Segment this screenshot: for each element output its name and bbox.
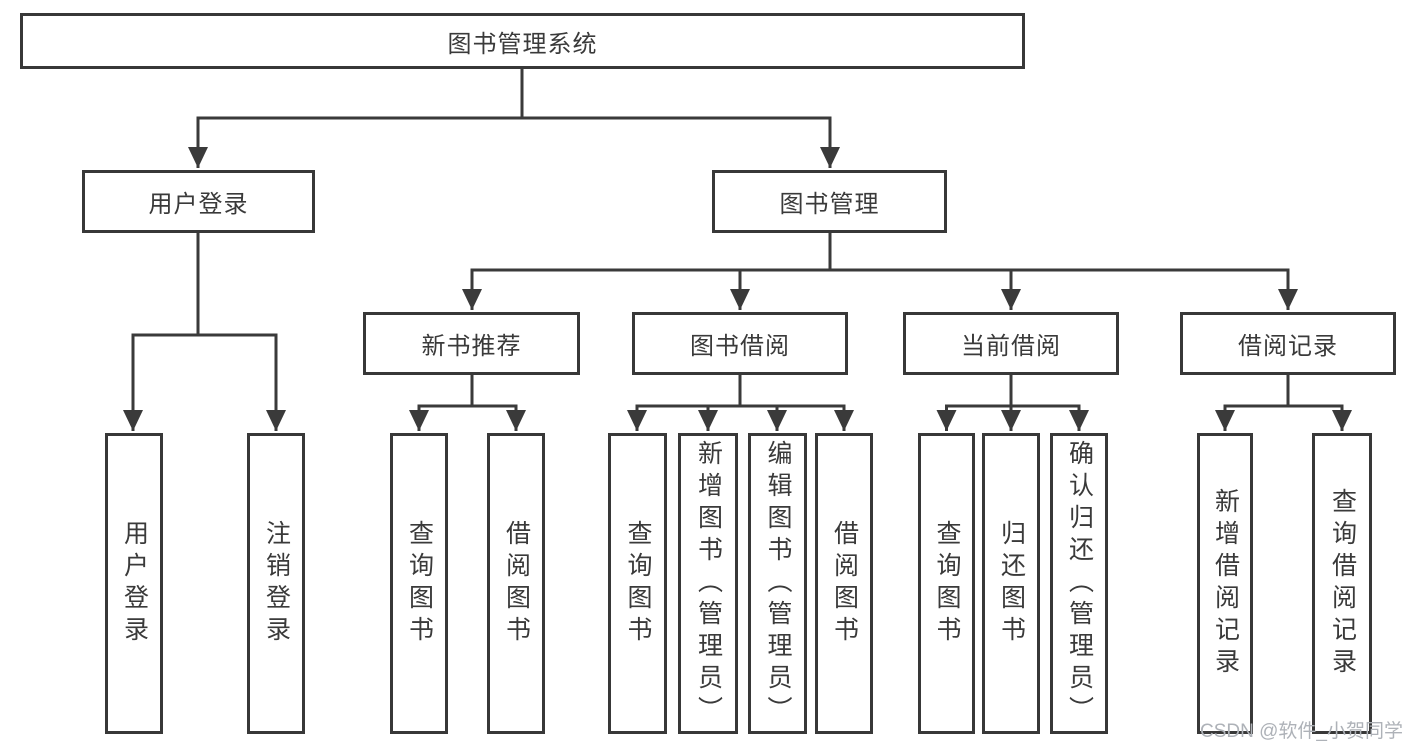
node-library-management-system: 图书管理系统 bbox=[20, 13, 1025, 69]
node-label: 借阅记录 bbox=[1238, 333, 1338, 360]
leaf-query-books-borrow: 查询图书 bbox=[608, 433, 667, 734]
leaf-label: 用户登录 bbox=[120, 519, 149, 648]
node-label: 新书推荐 bbox=[421, 333, 522, 360]
leaf-query-books-current: 查询图书 bbox=[918, 433, 975, 734]
leaf-label: 查询借阅记录 bbox=[1328, 487, 1357, 680]
node-user-login: 用户登录 bbox=[82, 170, 315, 233]
leaf-confirm-return-admin: 确认归还（管理员） bbox=[1050, 433, 1108, 734]
leaf-query-borrow-record: 查询借阅记录 bbox=[1312, 433, 1372, 734]
node-label: 图书借阅 bbox=[690, 333, 790, 360]
node-label: 用户登录 bbox=[148, 191, 249, 218]
leaf-label: 编辑图书（管理员） bbox=[764, 439, 792, 728]
leaf-label: 查询图书 bbox=[405, 519, 434, 648]
leaf-user-login: 用户登录 bbox=[105, 433, 163, 734]
node-label: 当前借阅 bbox=[961, 333, 1061, 360]
node-label: 图书管理系统 bbox=[447, 30, 598, 58]
leaf-label: 查询图书 bbox=[933, 519, 961, 648]
leaf-label: 借阅图书 bbox=[830, 519, 859, 648]
node-current-borrowing: 当前借阅 bbox=[903, 312, 1119, 375]
leaf-logout: 注销登录 bbox=[247, 433, 305, 734]
node-borrowing-records: 借阅记录 bbox=[1180, 312, 1396, 375]
leaf-query-books-recommend: 查询图书 bbox=[390, 433, 448, 734]
leaf-add-book-admin: 新增图书（管理员） bbox=[678, 433, 738, 734]
leaf-label: 确认归还（管理员） bbox=[1065, 439, 1094, 728]
node-label: 图书管理 bbox=[779, 191, 880, 218]
leaf-label: 新增借阅记录 bbox=[1211, 487, 1240, 680]
leaf-label: 归还图书 bbox=[997, 519, 1026, 648]
leaf-edit-book-admin: 编辑图书（管理员） bbox=[748, 433, 807, 734]
leaf-label: 查询图书 bbox=[624, 519, 652, 648]
node-book-management: 图书管理 bbox=[712, 170, 947, 233]
node-new-book-recommend: 新书推荐 bbox=[363, 312, 580, 375]
leaf-label: 注销登录 bbox=[262, 519, 291, 648]
csdn-watermark: CSDN @软件_小贺同学 bbox=[1200, 721, 1403, 742]
leaf-label: 借阅图书 bbox=[502, 519, 531, 648]
leaf-add-borrow-record: 新增借阅记录 bbox=[1197, 433, 1253, 734]
node-book-borrowing: 图书借阅 bbox=[632, 312, 848, 375]
leaf-label: 新增图书（管理员） bbox=[694, 439, 723, 728]
leaf-borrow-books-recommend: 借阅图书 bbox=[487, 433, 545, 734]
leaf-borrow-books: 借阅图书 bbox=[815, 433, 873, 734]
leaf-return-books: 归还图书 bbox=[982, 433, 1040, 734]
